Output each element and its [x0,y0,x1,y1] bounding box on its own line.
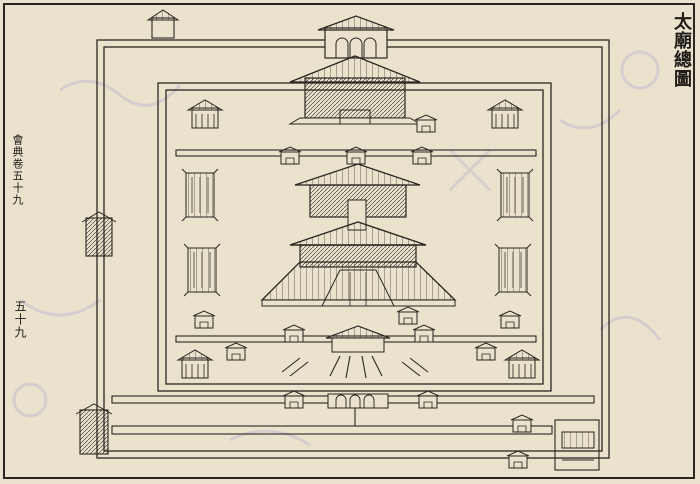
volume-note: 會典卷五十九 [11,134,24,206]
southeast-annex [554,419,600,471]
rear-hall [288,55,422,125]
west-gate [81,211,117,257]
main-hall [260,221,457,307]
plate-title: 太廟總圖 [671,12,692,88]
north-gate [317,15,395,59]
plate-border [3,3,695,479]
corner-tower-nw [146,9,180,39]
south-gates [327,393,389,409]
southwest-gate [75,403,113,455]
front-gate-hall [325,325,391,353]
middle-hall [294,163,421,231]
page-number: 五十九 [13,300,27,339]
